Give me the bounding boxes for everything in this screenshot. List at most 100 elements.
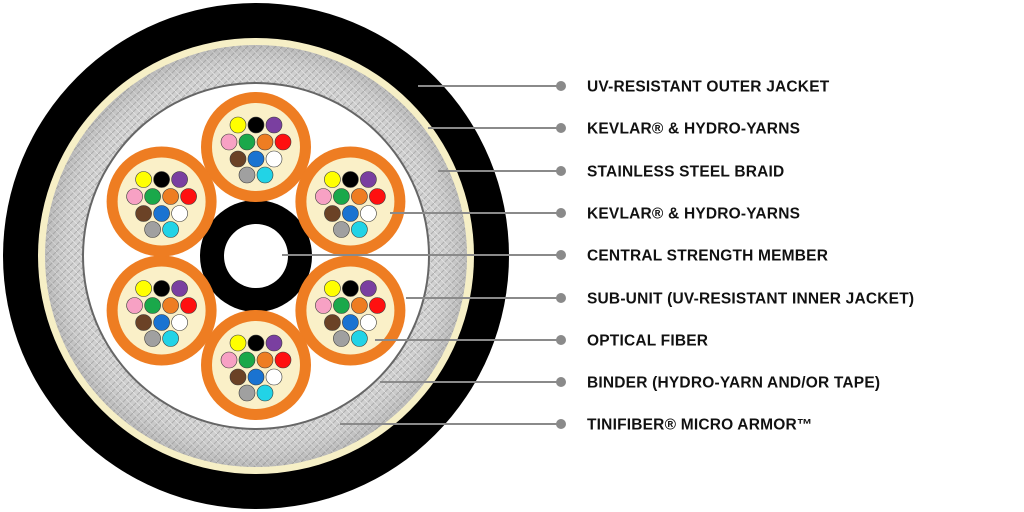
central-strength-member-core xyxy=(224,224,288,288)
optical-fiber xyxy=(220,133,238,151)
optical-fiber xyxy=(135,205,152,222)
sub-unit xyxy=(106,146,217,257)
callout-kevlar-hydro-yarns-inner: KEVLAR® & HYDRO-YARNS xyxy=(390,206,800,223)
optical-fiber xyxy=(342,314,359,331)
optical-fiber xyxy=(351,188,368,205)
optical-fiber xyxy=(144,221,161,238)
optical-fiber xyxy=(247,150,265,168)
sub-units xyxy=(106,92,406,420)
optical-fiber xyxy=(153,205,170,222)
optical-fiber xyxy=(229,150,247,168)
callout-tinifiber-micro-armor: TINIFIBER® MICRO ARMOR™ xyxy=(340,417,813,434)
optical-fiber xyxy=(238,351,256,369)
label-uv-resistant-outer-jacket: UV-RESISTANT OUTER JACKET xyxy=(587,79,830,96)
optical-fiber xyxy=(162,330,179,347)
optical-fiber xyxy=(324,314,341,331)
optical-fiber xyxy=(144,330,161,347)
callouts: UV-RESISTANT OUTER JACKET KEVLAR® & HYDRO… xyxy=(282,79,914,434)
label-binder: BINDER (HYDRO-YARN AND/OR TAPE) xyxy=(587,375,880,392)
optical-fiber xyxy=(360,171,377,188)
optical-fiber xyxy=(171,314,188,331)
optical-fiber xyxy=(360,205,377,222)
callout-uv-resistant-outer-jacket: UV-RESISTANT OUTER JACKET xyxy=(418,79,830,96)
sub-unit xyxy=(295,255,406,366)
leader-dot xyxy=(556,377,566,387)
label-stainless-steel-braid: STAINLESS STEEL BRAID xyxy=(587,164,784,181)
optical-fiber xyxy=(351,330,368,347)
callout-optical-fiber: OPTICAL FIBER xyxy=(375,333,708,350)
optical-fiber xyxy=(126,297,143,314)
callout-stainless-steel-braid: STAINLESS STEEL BRAID xyxy=(438,164,784,181)
optical-fiber xyxy=(238,384,256,402)
cable-cross-section xyxy=(3,3,509,509)
optical-fiber xyxy=(153,314,170,331)
optical-fiber xyxy=(342,280,359,297)
optical-fiber xyxy=(229,368,247,386)
optical-fiber xyxy=(171,205,188,222)
optical-fiber xyxy=(256,384,274,402)
optical-fiber xyxy=(220,351,238,369)
sub-unit xyxy=(201,92,311,202)
sub-unit xyxy=(295,146,406,257)
callout-kevlar-hydro-yarns-outer: KEVLAR® & HYDRO-YARNS xyxy=(428,121,800,138)
optical-fiber xyxy=(135,171,152,188)
optical-fiber xyxy=(351,297,368,314)
label-optical-fiber: OPTICAL FIBER xyxy=(587,333,708,350)
optical-fiber xyxy=(324,280,341,297)
optical-fiber xyxy=(333,221,350,238)
optical-fiber xyxy=(171,280,188,297)
optical-fiber xyxy=(162,297,179,314)
optical-fiber xyxy=(247,334,265,352)
label-kevlar-hydro-yarns-inner: KEVLAR® & HYDRO-YARNS xyxy=(587,206,800,223)
leader-dot xyxy=(556,208,566,218)
optical-fiber xyxy=(144,188,161,205)
optical-fiber xyxy=(238,166,256,184)
optical-fiber xyxy=(274,351,292,369)
optical-fiber xyxy=(229,116,247,134)
optical-fiber xyxy=(162,188,179,205)
leader-dot xyxy=(556,81,566,91)
optical-fiber xyxy=(247,116,265,134)
leader-dot xyxy=(556,419,566,429)
label-kevlar-hydro-yarns-outer: KEVLAR® & HYDRO-YARNS xyxy=(587,121,800,138)
leader-dot xyxy=(556,293,566,303)
optical-fiber xyxy=(369,188,386,205)
optical-fiber xyxy=(333,297,350,314)
optical-fiber xyxy=(265,368,283,386)
optical-fiber xyxy=(324,205,341,222)
optical-fiber xyxy=(180,188,197,205)
optical-fiber xyxy=(153,171,170,188)
optical-fiber xyxy=(342,171,359,188)
optical-fiber xyxy=(360,314,377,331)
optical-fiber xyxy=(238,133,256,151)
optical-fiber xyxy=(265,150,283,168)
optical-fiber xyxy=(171,171,188,188)
leader-dot xyxy=(556,335,566,345)
sub-unit xyxy=(106,255,217,366)
optical-fiber xyxy=(162,221,179,238)
callout-binder: BINDER (HYDRO-YARN AND/OR TAPE) xyxy=(380,375,880,392)
optical-fiber xyxy=(180,297,197,314)
callout-central-strength-member: CENTRAL STRENGTH MEMBER xyxy=(282,248,828,265)
optical-fiber xyxy=(256,166,274,184)
optical-fiber xyxy=(229,334,247,352)
optical-fiber xyxy=(135,314,152,331)
optical-fiber xyxy=(351,221,368,238)
callout-sub-unit: SUB-UNIT (UV-RESISTANT INNER JACKET) xyxy=(406,291,914,308)
label-central-strength-member: CENTRAL STRENGTH MEMBER xyxy=(587,248,828,265)
optical-fiber xyxy=(144,297,161,314)
optical-fiber xyxy=(369,297,386,314)
optical-fiber xyxy=(315,188,332,205)
optical-fiber xyxy=(315,297,332,314)
optical-fiber xyxy=(256,133,274,151)
leader-dot xyxy=(556,166,566,176)
sub-unit xyxy=(201,310,311,420)
optical-fiber xyxy=(274,133,292,151)
label-tinifiber-micro-armor: TINIFIBER® MICRO ARMOR™ xyxy=(587,417,813,434)
optical-fiber xyxy=(247,368,265,386)
optical-fiber xyxy=(333,188,350,205)
leader-dot xyxy=(556,123,566,133)
optical-fiber xyxy=(342,205,359,222)
optical-fiber xyxy=(256,351,274,369)
